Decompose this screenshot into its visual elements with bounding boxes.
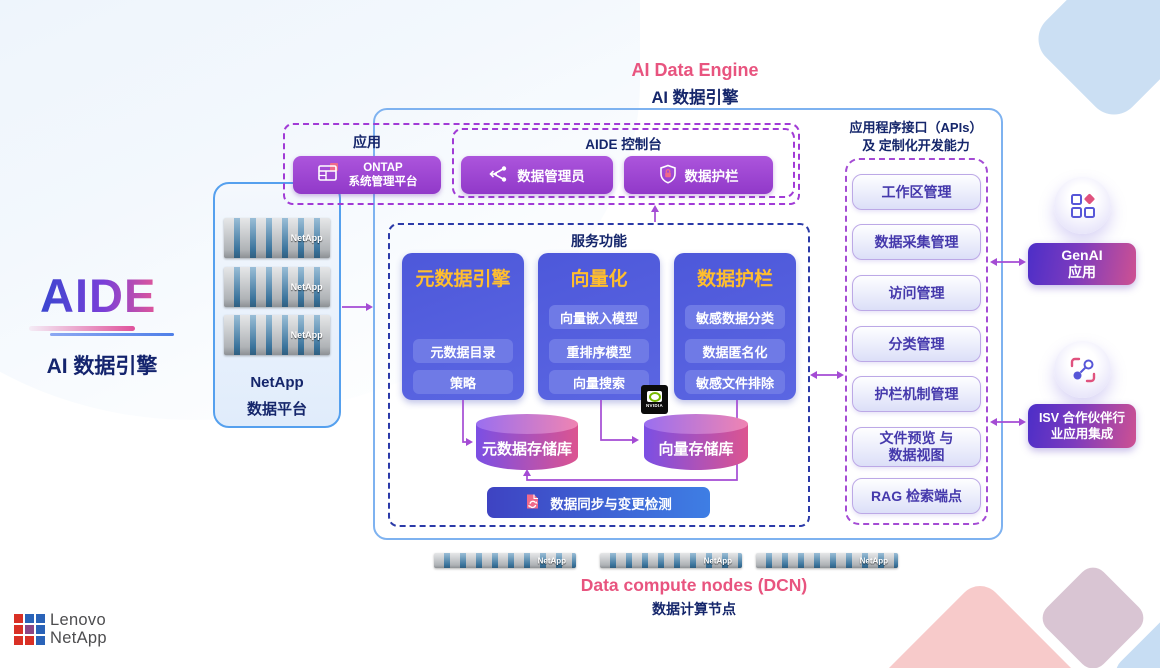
diagram-title-en: AI Data Engine xyxy=(631,60,759,80)
card-item: 向量搜索 xyxy=(549,370,649,394)
genai-apps-icon xyxy=(1054,177,1111,234)
metadata-store-label: 元数据存储库 xyxy=(481,441,572,458)
netapp-array-label: NetApp xyxy=(290,330,323,340)
card-title: 元数据引擎 xyxy=(415,269,511,290)
netapp-array-label: NetApp xyxy=(290,233,323,243)
api-item: 访问管理 xyxy=(852,275,981,311)
dcn-title-zh: 数据计算节点 xyxy=(652,601,736,617)
metadata-store-cylinder: 元数据存储库 xyxy=(476,414,578,470)
api-dashed-box xyxy=(845,158,988,525)
sync-document-icon xyxy=(525,493,541,513)
storage-array-image: NetApp xyxy=(224,315,330,355)
netapp-array-label: NetApp xyxy=(290,282,323,292)
lenovo-netapp-logo-icon xyxy=(14,614,46,646)
service-functions-dashed-box xyxy=(388,223,810,527)
dcn-node-label: NetApp xyxy=(703,556,733,565)
data-admin-label: 数据管理员 xyxy=(517,169,585,184)
data-admin-button: 数据管理员 xyxy=(461,156,613,194)
logo-line-lenovo: Lenovo xyxy=(50,611,106,629)
dcn-node-label: NetApp xyxy=(537,556,567,565)
card-metadata-engine: 元数据引擎 元数据目录 策略 xyxy=(402,253,524,400)
netapp-platform-label-en: NetApp xyxy=(250,374,304,391)
logo-line-netapp: NetApp xyxy=(50,629,107,647)
dcn-node-label: NetApp xyxy=(859,556,889,565)
sync-bar-label: 数据同步与变更检测 xyxy=(550,496,672,512)
api-item: 工作区管理 xyxy=(852,174,981,210)
card-title: 数据护栏 xyxy=(696,269,773,290)
diagram-title-zh: AI 数据引擎 xyxy=(651,89,739,107)
aide-console-dashed-box xyxy=(452,128,795,198)
nvidia-logo: NVIDIA xyxy=(641,385,668,414)
brand-title: AIDE xyxy=(40,269,157,322)
ai-data-engine-box xyxy=(373,108,1003,540)
dcn-node-image: NetApp xyxy=(434,553,576,568)
card-item: 数据匿名化 xyxy=(685,339,785,363)
api-item: 数据采集管理 xyxy=(852,224,981,260)
card-item: 敏感文件排除 xyxy=(685,370,785,394)
ontap-grid-icon xyxy=(317,162,341,188)
genai-app-button: GenAI 应用 xyxy=(1028,243,1136,285)
share-icon xyxy=(489,165,509,186)
card-item: 重排序模型 xyxy=(549,339,649,363)
dcn-node-image: NetApp xyxy=(600,553,742,568)
aide-console-label: AIDE 控制台 xyxy=(585,137,662,152)
apps-dashed-box xyxy=(283,123,800,205)
api-item: 文件预览 与 数据视图 xyxy=(852,427,981,467)
storage-array-image: NetApp xyxy=(224,218,330,258)
brand-underline-blue xyxy=(50,333,174,336)
isv-partner-button: ISV 合作伙伴行 业应用集成 xyxy=(1028,404,1136,448)
api-item: RAG 检索端点 xyxy=(852,478,981,514)
nvidia-eye-icon xyxy=(647,391,662,402)
dcn-title-en: Data compute nodes (DCN) xyxy=(580,575,808,595)
card-item: 向量嵌入模型 xyxy=(549,305,649,329)
data-guardrail-label: 数据护栏 xyxy=(684,169,739,184)
isv-integration-icon xyxy=(1054,341,1111,398)
card-vectorization: 向量化 向量嵌入模型 重排序模型 向量搜索 xyxy=(538,253,660,400)
ontap-button-label: ONTAP 系统管理平台 xyxy=(348,162,418,188)
service-functions-label: 服务功能 xyxy=(571,233,627,249)
ontap-system-manager-button: ONTAP 系统管理平台 xyxy=(293,156,441,194)
vector-store-label: 向量存储库 xyxy=(658,441,734,458)
netapp-platform-label-zh: 数据平台 xyxy=(246,401,307,418)
data-guardrail-button: 数据护栏 xyxy=(624,156,773,194)
brand-underline-pink xyxy=(29,326,135,331)
shield-lock-icon xyxy=(659,164,677,187)
api-panel-title: 应用程序接口（APIs） 及 定制化开发能力 xyxy=(849,120,983,153)
api-item: 护栏机制管理 xyxy=(852,376,981,412)
brand-subtitle: AI 数据引擎 xyxy=(46,355,158,378)
card-item: 策略 xyxy=(413,370,513,394)
api-item: 分类管理 xyxy=(852,326,981,362)
lenovo-netapp-logo-text: Lenovo NetApp xyxy=(50,611,107,647)
vector-store-cylinder: 向量存储库 xyxy=(644,414,748,470)
card-data-guardrail: 数据护栏 敏感数据分类 数据匿名化 敏感文件排除 xyxy=(674,253,796,400)
storage-array-image: NetApp xyxy=(224,267,330,307)
apps-group-label: 应用 xyxy=(353,134,381,150)
card-title: 向量化 xyxy=(570,269,628,290)
card-item: 敏感数据分类 xyxy=(685,305,785,329)
dcn-node-image: NetApp xyxy=(756,553,898,568)
data-sync-change-detection-bar: 数据同步与变更检测 xyxy=(487,487,710,518)
card-item: 元数据目录 xyxy=(413,339,513,363)
decor-top-right-diamond xyxy=(1027,0,1160,126)
